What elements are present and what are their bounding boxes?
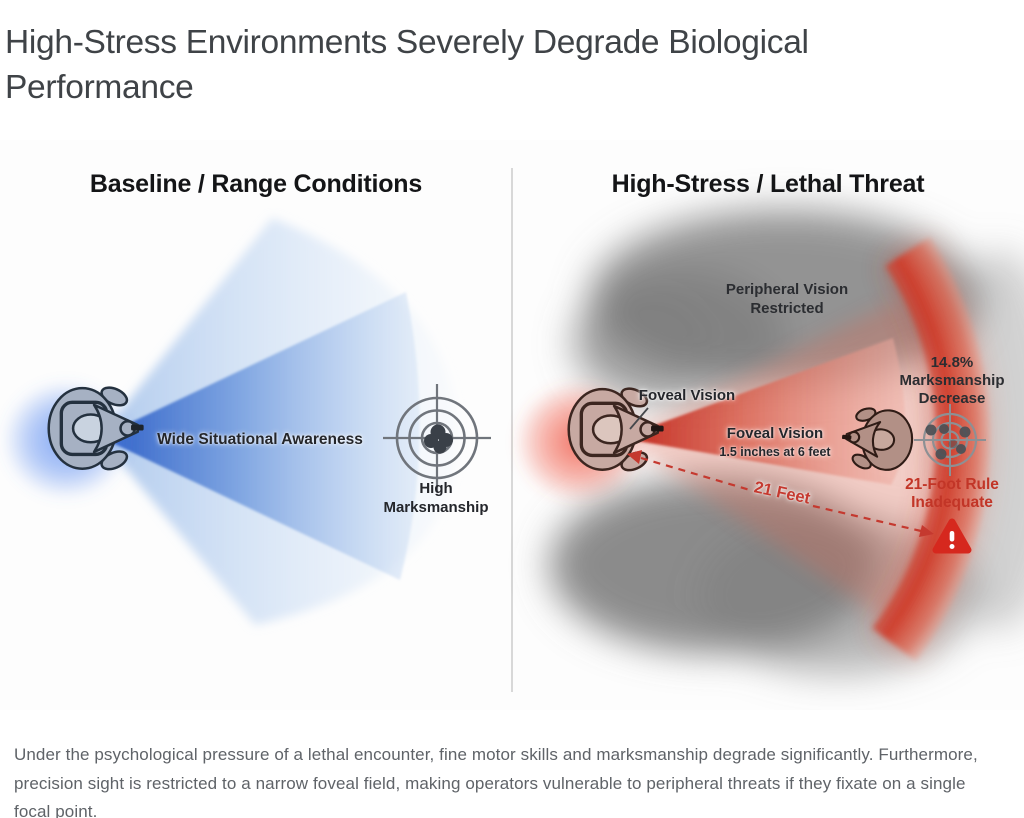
marksmanship-decrease-label: 14.8% Marksmanship Decrease [899, 354, 1005, 407]
figure-caption: Under the psychological pressure of a le… [14, 745, 978, 818]
foveal-callout-label: Foveal Vision [638, 387, 736, 404]
warning-icon [932, 518, 972, 554]
scattered-shot-group [925, 424, 971, 460]
foveal-callout-line [629, 407, 649, 430]
peripheral-restricted-label: Peripheral Vision Restricted [725, 281, 849, 317]
rule-inadequate-label: 21-Foot Rule Inadequate [905, 476, 999, 511]
comparison-diagram: Baseline / Range Conditions High-Stress … [0, 140, 1024, 710]
stressed-operator-figure [567, 387, 664, 472]
right-panel-title: High-Stress / Lethal Threat [611, 170, 925, 198]
scatter-target-icon [914, 404, 986, 476]
distance-arrow [627, 450, 934, 537]
left-panel-title: Baseline / Range Conditions [89, 170, 423, 198]
page-title: High-Stress Environments Severely Degrad… [5, 24, 809, 106]
tight-shot-group [424, 424, 453, 454]
wide-awareness-label: Wide Situational Awareness [157, 431, 363, 448]
foveal-cone-label: Foveal Vision 1.5 inches at 6 feet [719, 425, 831, 459]
arrowhead-right [919, 525, 934, 537]
precision-target-icon [383, 384, 491, 492]
central-vision-cone [100, 292, 420, 580]
arrowhead-left [627, 450, 642, 464]
baseline-panel-graphics [2, 218, 491, 625]
stress-panel-graphics [514, 210, 1024, 675]
foveal-vision-cone [620, 338, 906, 485]
operator-figure [47, 386, 144, 471]
threat-arc [872, 237, 991, 661]
attacker-figure [842, 407, 914, 471]
high-marksmanship-label: High Marksmanship [383, 480, 489, 516]
diagram-canvas [2, 168, 1024, 692]
